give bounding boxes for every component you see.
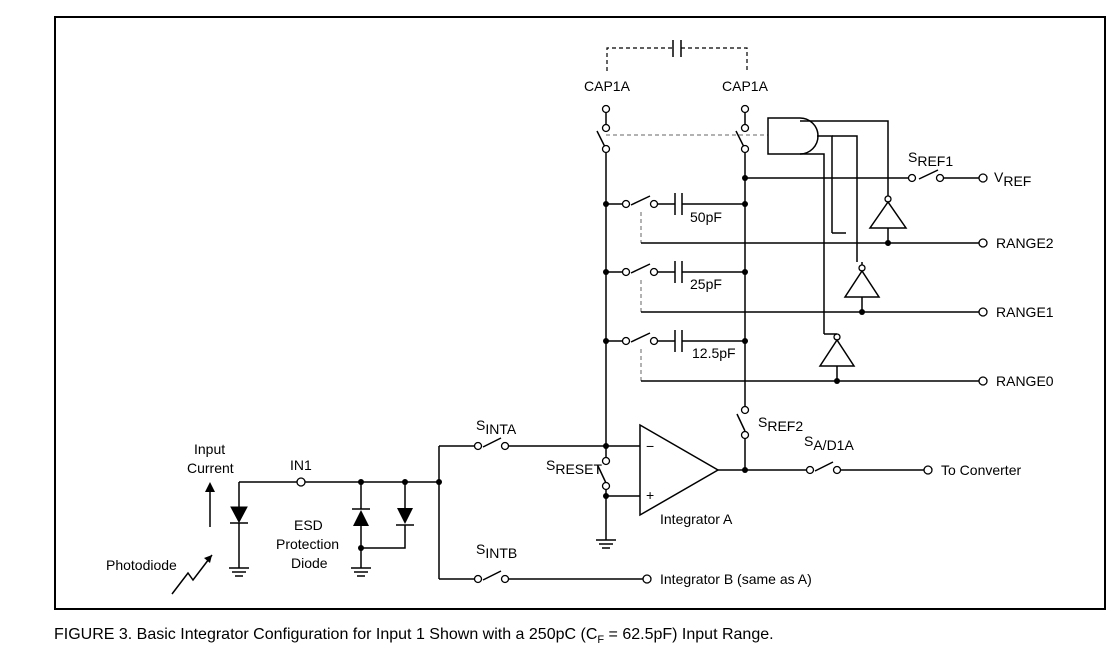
sintb-label: SINTB xyxy=(476,541,517,561)
cap1a-left-label: CAP1A xyxy=(584,78,631,94)
sref1-label: SREF1 xyxy=(908,149,953,169)
cap1a-left-switch xyxy=(596,104,611,154)
input-current-label-1: Input xyxy=(194,441,225,457)
range0-label: RANGE0 xyxy=(996,373,1054,389)
esd-label-1: ESD xyxy=(294,517,323,533)
opamp-plus-sign: + xyxy=(646,487,654,503)
sref2-label: SREF2 xyxy=(758,414,803,434)
cap-25pf-row xyxy=(603,261,748,283)
cap-12p5pf-label: 12.5pF xyxy=(692,345,736,361)
sintb-switch xyxy=(439,570,652,584)
integrator-b-label: Integrator B (same as A) xyxy=(660,571,812,587)
and-gate xyxy=(767,117,889,334)
range1-label: RANGE1 xyxy=(996,304,1054,320)
cap1a-right-switch xyxy=(735,104,750,154)
esd-label-3: Diode xyxy=(291,555,328,571)
integrator-a-opamp: − + xyxy=(639,423,720,517)
input-current-arrow xyxy=(205,482,215,527)
sreset-label: SRESET xyxy=(546,457,602,477)
caption-text-start: FIGURE 3. Basic Integrator Configuration… xyxy=(54,626,598,643)
sinta-label: SINTA xyxy=(476,417,517,437)
in1-label: IN1 xyxy=(290,457,312,473)
sreset-switch xyxy=(597,456,612,491)
cap-50pf-label: 50pF xyxy=(690,209,722,225)
buffer-range0 xyxy=(818,333,856,384)
range2-label: RANGE2 xyxy=(996,235,1054,251)
cap-12p5pf-row xyxy=(603,330,748,352)
sinta-switch xyxy=(439,437,606,451)
esd-diode-left xyxy=(351,482,371,577)
vref-label: VREF xyxy=(994,169,1031,189)
opamp-minus-sign: − xyxy=(646,438,654,454)
sref2-switch xyxy=(736,405,750,440)
cap-50pf-row xyxy=(603,193,748,215)
photodiode-symbol xyxy=(171,482,249,595)
buffer-range1 xyxy=(832,232,881,315)
to-converter-label: To Converter xyxy=(941,462,1021,478)
caption-subscript: F xyxy=(597,634,605,647)
cap-25pf-label: 25pF xyxy=(690,276,722,292)
sad1a-switch xyxy=(805,461,933,475)
ground-symbol-reset xyxy=(596,539,616,549)
sad1a-label: SA/D1A xyxy=(804,433,854,453)
integrator-a-label: Integrator A xyxy=(660,511,733,527)
cap1a-external-capacitor xyxy=(606,40,748,71)
cap1a-right-label: CAP1A xyxy=(722,78,769,94)
input-current-label-2: Current xyxy=(187,460,234,476)
esd-diode-right xyxy=(358,482,414,551)
figure-frame xyxy=(54,16,1106,610)
caption-text-end: = 62.5pF) Input Range. xyxy=(604,626,774,643)
buffer-range2 xyxy=(868,195,908,246)
photodiode-label: Photodiode xyxy=(106,557,177,573)
esd-label-2: Protection xyxy=(276,536,339,552)
figure-caption: FIGURE 3. Basic Integrator Configuration… xyxy=(54,626,774,646)
